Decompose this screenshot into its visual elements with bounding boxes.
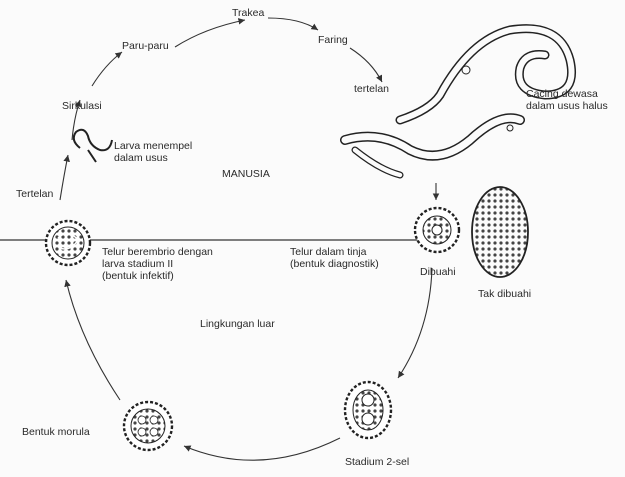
- egg-morula: [124, 402, 172, 450]
- arrow-sirkulasi-paru: [92, 52, 122, 86]
- label-paru: Paru-paru: [122, 40, 169, 52]
- label-manusia: MANUSIA: [222, 168, 270, 180]
- label-lingkungan: Lingkungan luar: [200, 318, 275, 330]
- arrow-faring-tertelan: [350, 48, 382, 82]
- arrow-morula-tertelan: [66, 280, 120, 400]
- label-telur-tinja: Telur dalam tinja (bentuk diagnostik): [290, 246, 379, 270]
- label-tertelan-right: tertelan: [354, 83, 389, 95]
- label-larva-menempel: Larva menempel dalam usus: [114, 140, 192, 164]
- label-stadium-2sel: Stadium 2-sel: [345, 456, 409, 468]
- label-bentuk-morula: Bentuk morula: [22, 426, 90, 438]
- egg-dibuahi: [415, 208, 459, 252]
- label-cacing-dewasa: Cacing dewasa dalam usus halus: [526, 88, 608, 112]
- label-telur-infektif: Telur berembrio dengan larva stadium II …: [102, 246, 213, 282]
- label-trakea: Trakea: [232, 7, 264, 19]
- label-faring: Faring: [318, 34, 348, 46]
- arrow-stadium-morula: [184, 438, 340, 460]
- label-tertelan: Tertelan: [16, 188, 53, 200]
- arrow-egg-stadium: [398, 268, 432, 378]
- arrow-trakea-faring: [268, 18, 318, 30]
- arrow-tertelan-larva: [60, 155, 68, 200]
- label-sirkulasi: Sirkulasi: [62, 100, 102, 112]
- larva-illustration: [74, 130, 112, 162]
- egg-tak-dibuahi: [472, 187, 528, 277]
- egg-stadium-2sel: [345, 382, 391, 438]
- label-dibuahi: Dibuahi: [420, 266, 456, 278]
- egg-tertelan: [46, 221, 90, 265]
- label-tak-dibuahi: Tak dibuahi: [478, 288, 531, 300]
- arrow-to-trakea: [175, 20, 245, 47]
